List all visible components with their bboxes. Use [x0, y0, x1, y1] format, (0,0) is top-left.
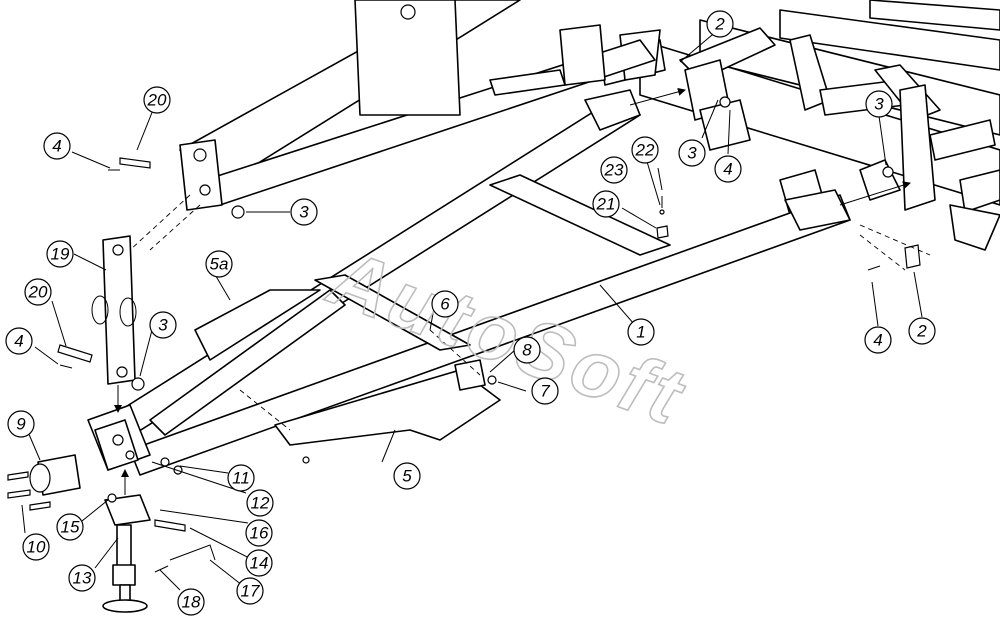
- callout-21: 21: [592, 190, 620, 218]
- svg-text:5: 5: [402, 467, 412, 486]
- assembly-arrows: [114, 87, 911, 495]
- callout-4-hitch: 4: [714, 155, 742, 183]
- svg-text:3: 3: [874, 95, 884, 114]
- svg-text:19: 19: [51, 245, 70, 264]
- callout-13: 13: [68, 564, 96, 592]
- callout-19: 19: [46, 240, 74, 268]
- svg-text:7: 7: [540, 382, 550, 401]
- svg-text:5a: 5a: [210, 255, 229, 274]
- svg-text:2: 2: [714, 15, 725, 34]
- callout-9: 9: [7, 410, 35, 438]
- callout-2-right: 2: [908, 317, 936, 345]
- jack-stand: [29, 454, 151, 613]
- svg-text:6: 6: [440, 295, 450, 314]
- svg-text:11: 11: [232, 469, 250, 488]
- svg-text:3: 3: [687, 144, 697, 163]
- callout-7: 7: [531, 377, 559, 405]
- svg-text:8: 8: [522, 341, 532, 360]
- callout-3-right: 3: [865, 90, 893, 118]
- svg-text:10: 10: [27, 538, 46, 557]
- svg-text:14: 14: [250, 554, 269, 573]
- svg-text:22: 22: [635, 141, 655, 160]
- svg-text:2: 2: [916, 322, 927, 341]
- callout-3-upper-left: 3: [290, 198, 318, 226]
- callout-12: 12: [246, 489, 274, 517]
- svg-text:16: 16: [250, 524, 269, 543]
- hardware: [7, 96, 921, 573]
- svg-text:12: 12: [251, 494, 270, 513]
- callout-11: 11: [227, 464, 255, 492]
- callout-20-top: 20: [143, 86, 171, 114]
- upper-frame: [179, 0, 656, 211]
- callout-4-upper-left: 4: [43, 132, 71, 160]
- drawbar-frame: [87, 89, 851, 476]
- callout-15: 15: [56, 513, 84, 541]
- item-5-brace: [274, 359, 501, 446]
- machine-frame: [599, 0, 1000, 251]
- callout-3-link: 3: [149, 311, 177, 339]
- callout-16: 16: [245, 519, 273, 547]
- svg-text:15: 15: [61, 518, 80, 537]
- callout-17: 17: [236, 577, 264, 605]
- callout-4-link: 4: [5, 327, 33, 355]
- svg-text:13: 13: [73, 569, 92, 588]
- svg-text:3: 3: [299, 203, 309, 222]
- callout-4-right: 4: [864, 326, 892, 354]
- callout-23: 23: [600, 156, 628, 184]
- callout-1: 1: [627, 318, 655, 346]
- svg-text:23: 23: [604, 161, 624, 180]
- callout-5a: 5a: [205, 250, 233, 278]
- callout-5: 5: [393, 462, 421, 490]
- callout-6: 6: [431, 290, 459, 318]
- svg-text:4: 4: [52, 137, 61, 156]
- svg-text:18: 18: [182, 593, 201, 612]
- callout-8: 8: [513, 336, 541, 364]
- svg-text:1: 1: [636, 323, 645, 342]
- callout-20-link: 20: [24, 278, 52, 306]
- svg-text:4: 4: [14, 332, 23, 351]
- callout-10: 10: [22, 533, 50, 561]
- callout-3-hitch: 3: [678, 139, 706, 167]
- svg-text:9: 9: [16, 415, 26, 434]
- svg-text:21: 21: [596, 195, 616, 214]
- callout-14: 14: [245, 549, 273, 577]
- item-19-link: [91, 235, 137, 385]
- svg-text:17: 17: [241, 582, 260, 601]
- callout-22: 22: [631, 136, 659, 164]
- assembly-guides: [129, 194, 931, 431]
- callout-18: 18: [177, 588, 205, 616]
- svg-text:4: 4: [723, 160, 732, 179]
- callout-2-top: 2: [706, 10, 734, 38]
- svg-text:20: 20: [147, 91, 167, 110]
- svg-text:3: 3: [158, 316, 168, 335]
- item-5a-brace: [194, 289, 321, 361]
- svg-text:4: 4: [873, 331, 882, 350]
- svg-text:20: 20: [28, 283, 48, 302]
